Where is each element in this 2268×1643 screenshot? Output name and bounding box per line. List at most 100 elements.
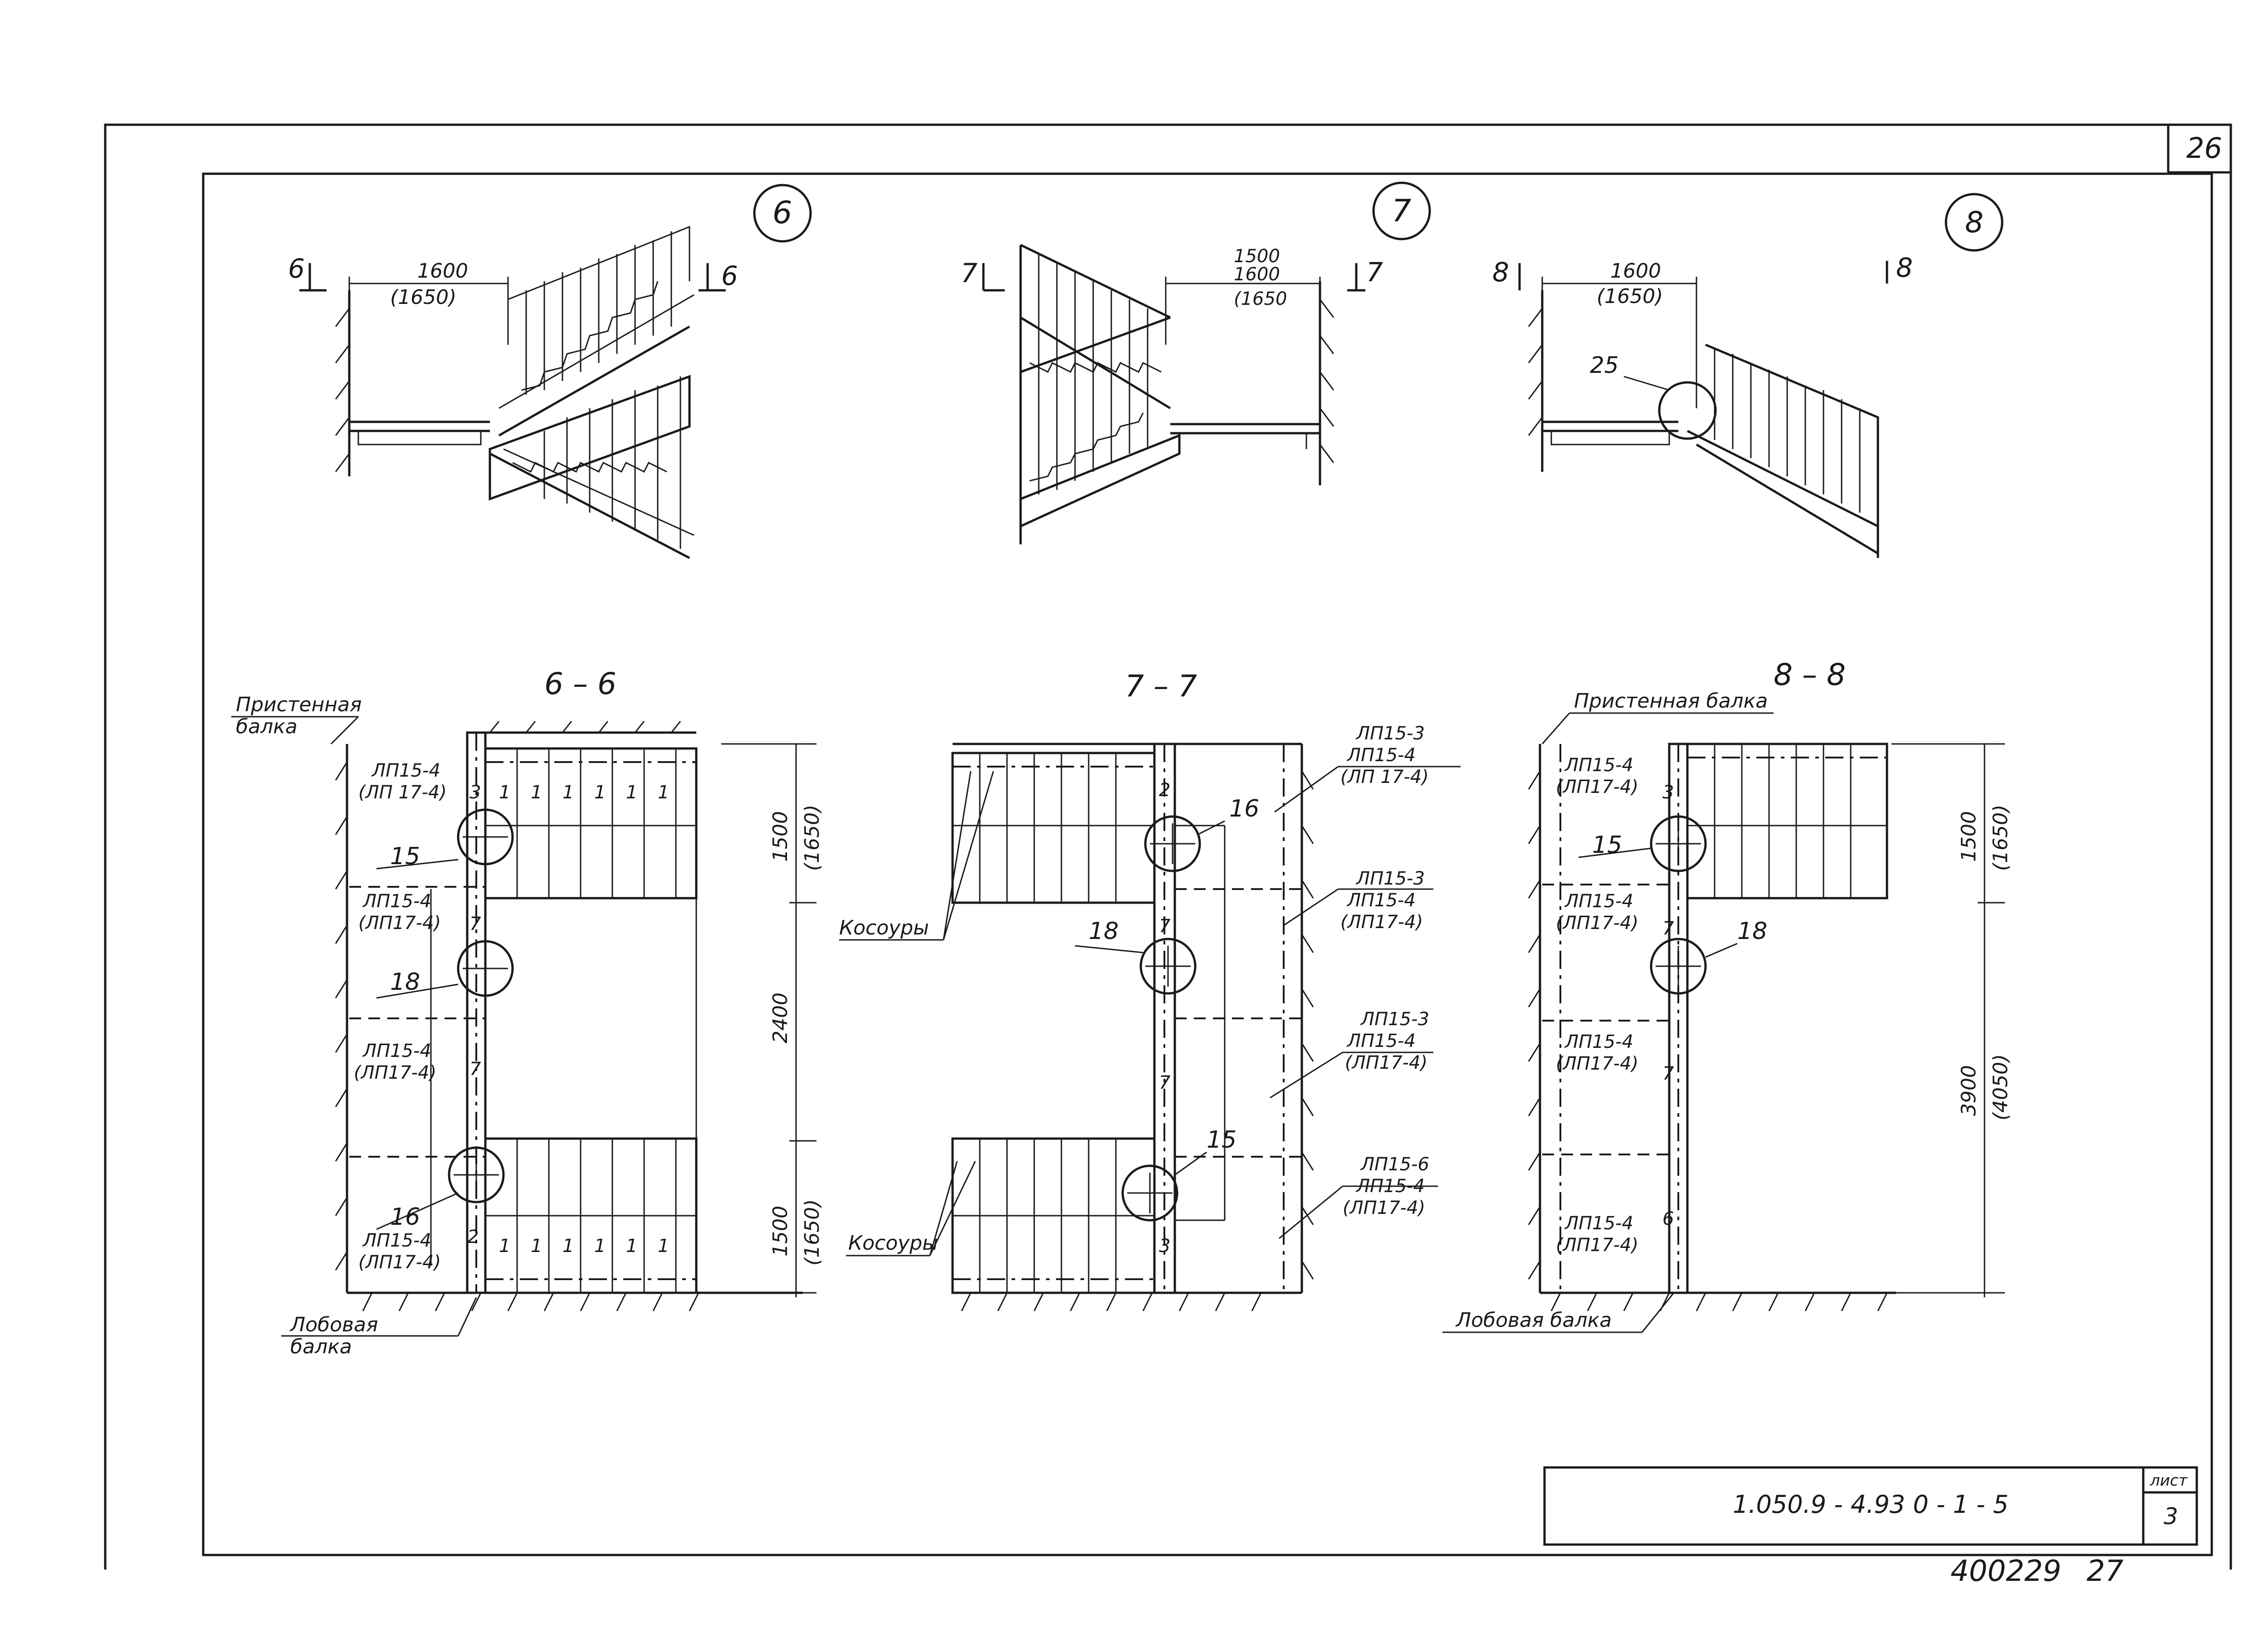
plan-7-panel-4c: (ЛП17-4) [1343,1198,1425,1218]
step-mark: 1 [594,1236,606,1257]
plan-8-panel-2b: (ЛП17-4) [1556,913,1638,934]
plan-7-stringers-bottom: Косоуры [848,1232,938,1255]
plan-8-mark-2: 7 [1662,918,1674,939]
archive-stamp: 400229 [1950,1555,2061,1588]
step-mark: 1 [626,1236,637,1257]
plan-7-mark-1: 2 [1159,780,1170,801]
plan-8-panel-3b: (ЛП17-4) [1556,1053,1638,1074]
plan-7-7: 7 – 7 [839,669,1461,1311]
section-8-node-label: 25 [1590,352,1619,378]
plan-8-panel-4b: (ЛП17-4) [1556,1235,1638,1256]
step-mark: 1 [658,782,669,803]
plan-8-dim-1-alt: (1650) [1989,805,2012,871]
section-8-cut-right: 8 [1896,252,1913,283]
plan-7-panel-1a: ЛП15-3 [1355,723,1425,744]
step-mark: 1 [531,782,542,803]
section-7-dim-alt: (1650 [1234,289,1287,309]
plan-6-panel-3a: ЛП15-4 [362,1041,431,1061]
plan-7-panel-1c: (ЛП 17-4) [1340,767,1429,787]
plan-7-panel-2a: ЛП15-3 [1355,868,1425,889]
section-7-cut-right: 7 [1366,257,1383,288]
title-block-sheet-label: лист [2150,1472,2188,1490]
step-mark: 1 [562,1236,574,1257]
plan-6-panel-4b: (ЛП17-4) [358,1252,441,1273]
section-7: 7 7 7 1500 1600 (1650 [961,181,1431,544]
plan-6-dim-1-alt: (1650) [801,805,824,871]
title-block-designation: 1.050.9 - 4.93 0 - 1 - 5 [1733,1490,2009,1519]
plan-8-dim-2-alt: (4050) [1989,1054,2012,1120]
archive-page: 27 [2087,1555,2124,1588]
plan-6-panel-2b: (ЛП17-4) [358,913,441,934]
plan-8-panel-3a: ЛП15-4 [1564,1032,1633,1052]
plan-8-front-beam: Лобовая балка [1455,1309,1612,1332]
section-6-cut-right: 6 [721,260,738,291]
plan-8-mark-4: 6 [1662,1208,1674,1229]
plan-7-node-18: 18 [1089,918,1119,945]
plan-7-title: 7 – 7 [1125,669,1197,704]
plan-8-dim-1: 1500 [1957,811,1980,862]
plan-7-stringers-top: Косоуры [839,916,929,939]
plan-7-panel-3a: ЛП15-3 [1360,1009,1429,1030]
section-7-dim-top: 1500 [1234,246,1280,267]
plan-8-panel-4a: ЛП15-4 [1564,1213,1633,1234]
plan-7-panel-2c: (ЛП17-4) [1340,912,1423,933]
plan-6-panel-4a: ЛП15-4 [362,1230,431,1251]
plan-7-mark-3: 7 [1159,1072,1171,1093]
plan-6-step-marks: 1 1 1 1 1 1 1 1 1 1 1 1 [499,782,669,1257]
section-7-cut-left: 7 [961,258,978,289]
section-8-cut-left: 8 [1492,257,1509,288]
plan-6-mark-3: 7 [469,1059,481,1080]
plan-8-panel-1b: (ЛП17-4) [1556,777,1638,797]
plan-7-panel-2b: ЛП15-4 [1346,890,1416,911]
section-7-dim: 1600 [1234,264,1280,285]
section-6-dim-alt: (1650) [390,286,456,309]
step-mark: 1 [562,782,574,803]
plan-7-node-16: 16 [1229,795,1259,822]
plan-8-wall-beam: Пристенная балка [1574,689,1768,713]
plan-8-panel-1a: ЛП15-4 [1564,755,1633,776]
step-mark: 1 [658,1236,669,1257]
plan-6-panel-1b: (ЛП 17-4) [358,782,447,803]
section-8-dim: 1600 [1610,259,1661,283]
plan-8-panel-2a: ЛП15-4 [1564,891,1633,912]
section-6-dim: 1600 [417,259,468,283]
plan-8-dim-2: 3900 [1957,1065,1980,1116]
plan-6-panel-1a: ЛП15-4 [371,760,440,781]
title-block-sheet-number: 3 [2164,1503,2178,1530]
section-6-cut-left: 6 [288,253,305,284]
plan-8-node-18: 18 [1737,918,1767,945]
corner-sheet-number: 26 [2186,132,2222,165]
section-6-marker: 6 [772,195,792,231]
plan-6-mark-2: 7 [469,914,481,934]
section-7-marker: 7 [1392,193,1411,229]
plan-7-node-15: 15 [1207,1126,1237,1154]
section-6: 6 6 6 1600 (1650) [288,184,812,559]
step-mark: 1 [626,782,637,803]
plan-6-mark-4: 2 [467,1227,479,1247]
plan-6-panel-3b: (ЛП17-4) [354,1062,436,1083]
section-8-dim-alt: (1650) [1597,285,1663,308]
plan-6-panel-2a: ЛП15-4 [362,891,431,912]
plan-8-8: 8 – 8 Пристенная балка [1442,657,2012,1333]
plan-7-panel-4a: ЛП15-6 [1360,1154,1429,1175]
step-mark: 1 [499,782,510,803]
plan-7-panel-3c: (ЛП17-4) [1345,1052,1427,1073]
step-mark: 1 [594,782,606,803]
step-mark: 1 [499,1236,510,1257]
plan-7-panel-1b: ЛП15-4 [1346,745,1416,766]
outer-frame [104,123,2232,1570]
step-mark: 1 [531,1236,542,1257]
plan-7-panel-3b: ЛП15-4 [1346,1031,1416,1051]
plan-8-mark-1: 3 [1662,782,1674,803]
plan-7-mark-2: 7 [1159,916,1171,937]
title-block: 1.050.9 - 4.93 0 - 1 - 5 лист 3 [1543,1466,2198,1546]
plan-6-mark-1: 3 [469,782,481,803]
plan-6-title: 6 – 6 [544,666,616,701]
plan-8-title: 8 – 8 [1774,657,1846,692]
plan-8-mark-3: 7 [1662,1063,1674,1084]
plan-7-mark-4: 3 [1159,1236,1170,1257]
